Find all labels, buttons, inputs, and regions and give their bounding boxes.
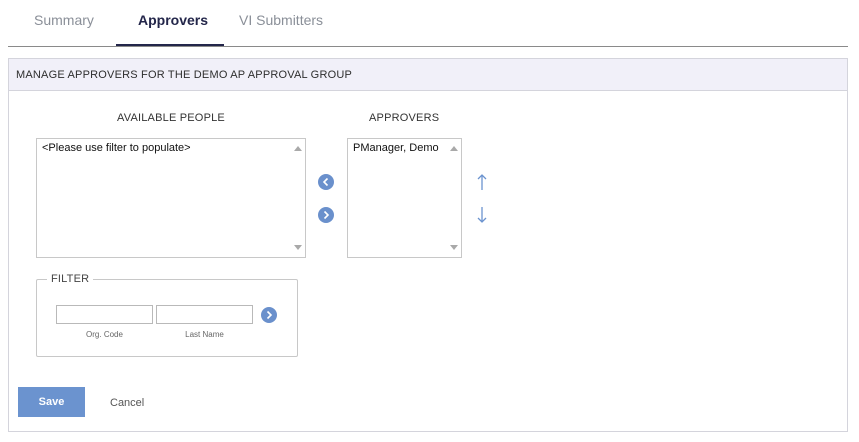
last-name-input[interactable] — [156, 305, 253, 324]
approvers-panel: MANAGE APPROVERS FOR THE DEMO AP APPROVA… — [8, 58, 848, 432]
list-item[interactable]: PManager, Demo — [353, 142, 439, 154]
tab-bar: Summary Approvers VI Submitters — [8, 0, 848, 47]
filter-go-button[interactable] — [261, 307, 277, 323]
tab-summary[interactable]: Summary — [34, 12, 94, 28]
org-code-input[interactable] — [56, 305, 153, 324]
tab-approvers[interactable]: Approvers — [138, 12, 209, 28]
arrow-down-icon — [477, 207, 487, 223]
active-tab-indicator — [116, 44, 224, 46]
approvers-label: APPROVERS — [369, 112, 440, 124]
scroll-down-icon[interactable] — [450, 245, 458, 250]
chevron-right-icon — [266, 310, 273, 320]
list-item[interactable]: <Please use filter to populate> — [42, 142, 191, 154]
tab-vi-submitters[interactable]: VI Submitters — [239, 12, 324, 28]
arrow-up-icon — [477, 174, 487, 190]
move-down-button[interactable] — [475, 204, 489, 226]
move-left-button[interactable] — [318, 174, 334, 190]
chevron-left-icon — [322, 177, 329, 187]
scroll-down-icon[interactable] — [294, 245, 302, 250]
save-button[interactable]: Save — [18, 387, 85, 417]
move-right-button[interactable] — [318, 207, 334, 223]
scroll-up-icon[interactable] — [450, 146, 458, 151]
chevron-right-icon — [323, 210, 330, 220]
available-people-label: AVAILABLE PEOPLE — [117, 112, 225, 124]
approvers-list[interactable]: PManager, Demo — [347, 138, 462, 258]
last-name-caption: Last Name — [185, 330, 224, 339]
org-code-caption: Org. Code — [86, 330, 123, 339]
scroll-up-icon[interactable] — [294, 146, 302, 151]
panel-header: MANAGE APPROVERS FOR THE DEMO AP APPROVA… — [9, 59, 847, 91]
scrollbar[interactable] — [291, 139, 305, 257]
move-up-button[interactable] — [475, 171, 489, 193]
cancel-button[interactable]: Cancel — [110, 397, 145, 409]
scrollbar[interactable] — [447, 139, 461, 257]
filter-legend: FILTER — [47, 273, 94, 285]
available-people-list[interactable]: <Please use filter to populate> — [36, 138, 306, 258]
filter-group: FILTER Org. Code Last Name — [36, 273, 298, 357]
